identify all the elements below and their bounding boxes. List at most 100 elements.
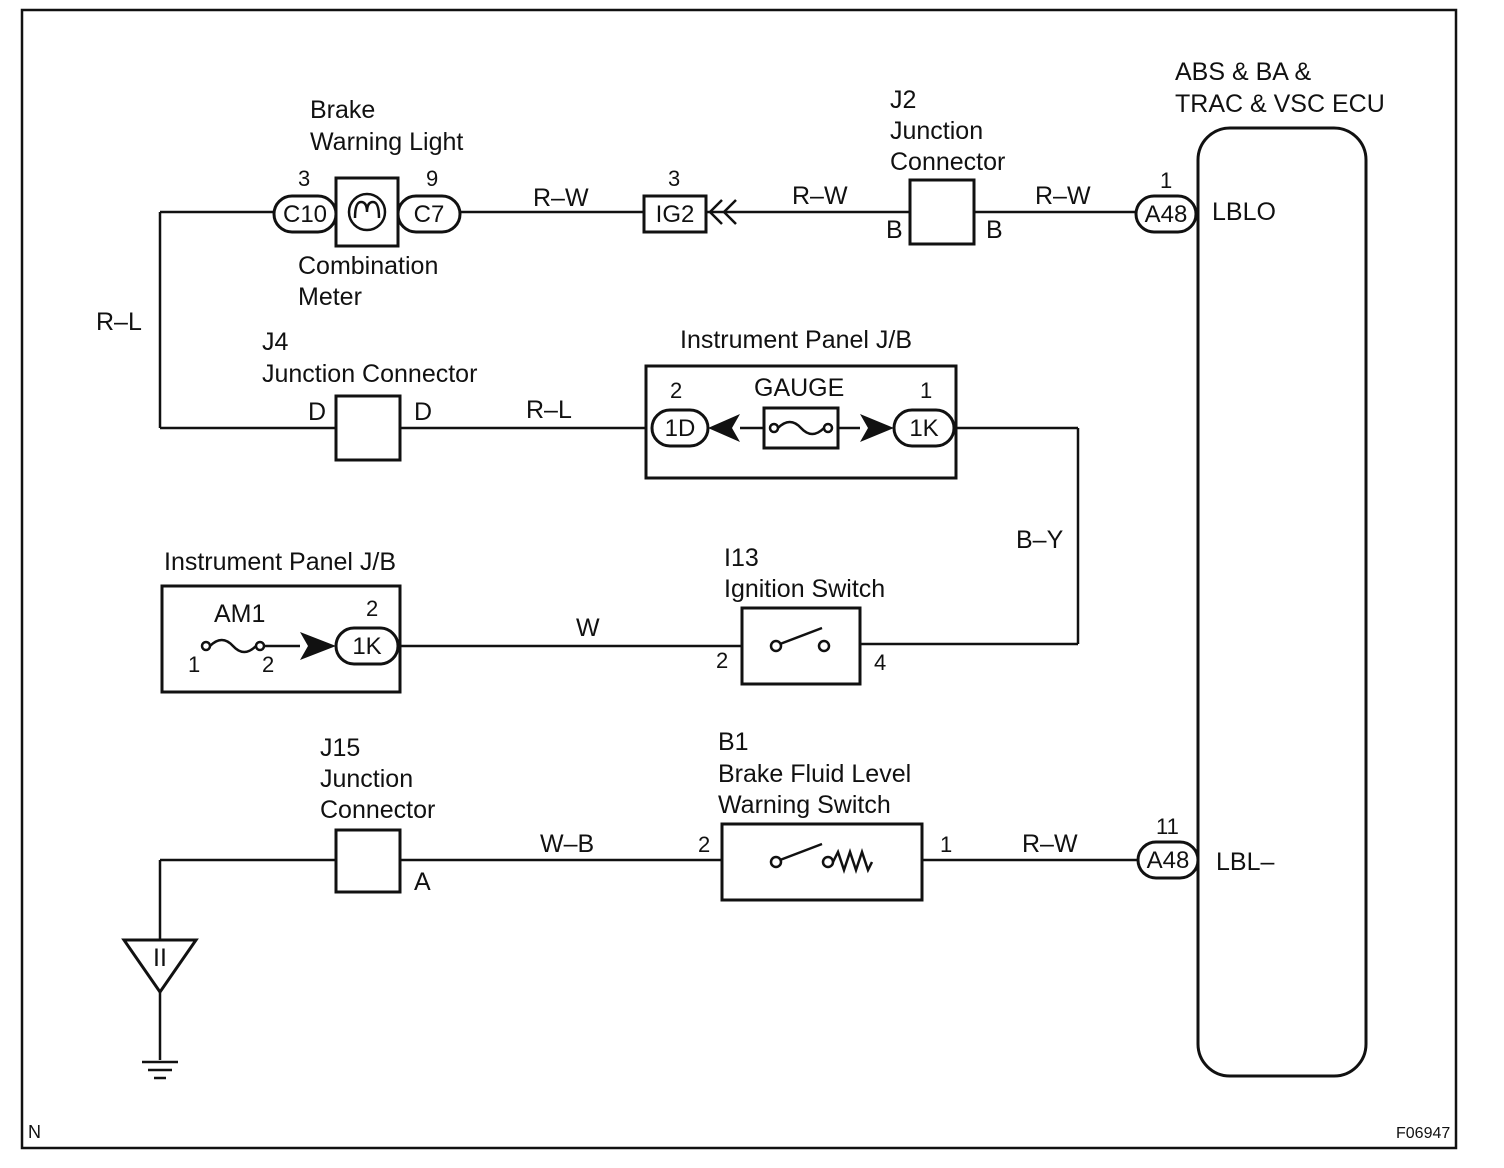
wires-row1 xyxy=(158,210,1136,428)
ecu-pin-lbl: LBL– xyxy=(1216,848,1274,876)
brake-warning-light: Brake Warning Light 3 9 C10 C7 Combinati… xyxy=(272,96,463,311)
ip-jb-am1: Instrument Panel J/B AM1 1 2 2 1K xyxy=(160,548,402,694)
wires-row4 xyxy=(158,858,1138,1060)
ig2-connector: 3 IG2 xyxy=(642,166,737,234)
combination-meter-line2: Meter xyxy=(298,283,362,311)
ig2-box xyxy=(642,194,708,234)
ecu-pin-lblo: LBLO xyxy=(1212,198,1276,226)
brake-light-pin-left: 3 xyxy=(298,166,310,191)
brake-light-pin-right: 9 xyxy=(426,166,438,191)
arrow-left-icon xyxy=(708,414,740,442)
brake-fluid-pin-left: 2 xyxy=(698,832,710,857)
wire-label-rw-1: R–W xyxy=(533,184,589,212)
ip-jb-gauge: Instrument Panel J/B 2 1 GAUGE 1D 1K xyxy=(644,326,958,480)
j15-line3: Connector xyxy=(320,796,435,824)
wire-label-rw-2: R–W xyxy=(792,182,848,210)
abs-ecu: ABS & BA & TRAC & VSC ECU LBLO LBL– xyxy=(1175,58,1385,1078)
ignition-switch: I13 Ignition Switch 2 4 xyxy=(716,544,886,686)
arrow-right-icon xyxy=(860,414,894,442)
ecu-title-line2: TRAC & VSC ECU xyxy=(1175,90,1385,118)
combination-meter-line1: Combination xyxy=(298,252,438,280)
fuse-icon xyxy=(777,420,825,436)
j4-line2: Junction Connector xyxy=(262,360,477,388)
wire-label-w: W xyxy=(576,614,600,642)
j2-line2: Junction xyxy=(890,117,983,145)
connector-c7-label: C7 xyxy=(414,201,445,228)
wires-row3 xyxy=(398,642,1078,648)
ig2-label: IG2 xyxy=(656,201,695,228)
footer-left: N xyxy=(28,1122,41,1142)
a48-bottom-connector: 11 A48 xyxy=(1136,814,1200,880)
am1-pin-right: 2 xyxy=(262,652,274,677)
lamp-bulb-icon xyxy=(347,192,387,232)
j4-right-pin: D xyxy=(414,398,432,426)
ip-jb-top-pin-right: 1 xyxy=(920,378,932,403)
j15-box xyxy=(334,828,402,894)
ig2-arrow-icon xyxy=(708,199,737,225)
connector-1k-top-label: 1K xyxy=(909,415,938,442)
a48-bottom-label: A48 xyxy=(1147,847,1190,874)
ignition-line1: I13 xyxy=(724,544,759,572)
j2-line3: Connector xyxy=(890,148,1005,176)
ignition-box xyxy=(740,606,862,686)
wire-label-rl-vertical: R–L xyxy=(96,308,142,336)
brake-fluid-switch: B1 Brake Fluid Level Warning Switch 2 1 xyxy=(698,728,952,902)
am1-pin-left: 1 xyxy=(188,652,200,677)
j4-box xyxy=(334,394,402,462)
ground-triangle-icon xyxy=(121,938,199,995)
connector-1k-left-label: 1K xyxy=(352,633,381,660)
ip-jb-left-title: Instrument Panel J/B xyxy=(164,548,396,576)
j15-line1: J15 xyxy=(320,734,360,762)
j15-line2: Junction xyxy=(320,765,413,793)
wire-label-rw-3: R–W xyxy=(1035,182,1091,210)
ip-jb-top-title: Instrument Panel J/B xyxy=(680,326,912,354)
diagram-frame xyxy=(20,8,1458,1150)
gauge-fuse-label: GAUGE xyxy=(754,374,844,402)
brake-fluid-line3: Warning Switch xyxy=(718,791,891,819)
am1-arrow-icon xyxy=(300,632,336,660)
am1-fuse-icon xyxy=(209,638,257,654)
am1-fuse-label: AM1 xyxy=(214,600,265,628)
a48-top-connector: 1 A48 xyxy=(1134,168,1198,234)
j2-right-pin: B xyxy=(986,216,1003,244)
wire-label-wb: W–B xyxy=(540,830,594,858)
ip-jb-top-pin-left: 2 xyxy=(670,378,682,403)
switch-icon xyxy=(779,626,823,646)
ignition-line2: Ignition Switch xyxy=(724,575,885,603)
connector-1d-label: 1D xyxy=(665,415,696,442)
footer-right: F06947 xyxy=(1396,1125,1450,1142)
ground-symbol-label: II xyxy=(153,944,167,972)
a48-bottom-pin: 11 xyxy=(1156,814,1179,839)
j4-junction-connector: J4 Junction Connector D D xyxy=(262,328,477,462)
brake-fluid-line1: B1 xyxy=(718,728,749,756)
ignition-pin-right: 4 xyxy=(874,650,886,675)
j4-left-pin: D xyxy=(308,398,326,426)
connector-c7 xyxy=(396,194,462,234)
wires-row2 xyxy=(160,426,1080,644)
connector-c10-label: C10 xyxy=(283,201,327,228)
brake-light-title-line2: Warning Light xyxy=(310,128,463,156)
j4-line1: J4 xyxy=(262,328,289,356)
resistor-icon xyxy=(831,848,874,874)
a48-top-pin: 1 xyxy=(1160,168,1172,193)
brake-fluid-line2: Brake Fluid Level xyxy=(718,760,911,788)
j15-right-pin: A xyxy=(414,868,431,896)
a48-top-label: A48 xyxy=(1145,201,1188,228)
ignition-pin-left: 2 xyxy=(716,648,728,673)
j15-junction-connector: J15 Junction Connector A xyxy=(320,734,435,896)
brake-fluid-pin-right: 1 xyxy=(940,832,952,857)
ig2-pin: 3 xyxy=(668,166,680,191)
wire-label-rw-4: R–W xyxy=(1022,830,1078,858)
fluid-switch-icon xyxy=(779,842,823,862)
j2-line1: J2 xyxy=(890,86,916,114)
wire-label-rl-mid: R–L xyxy=(526,396,572,424)
j2-left-pin: B xyxy=(886,216,903,244)
j2-box xyxy=(908,178,976,246)
am1-conn-pin: 2 xyxy=(366,596,378,621)
j2-junction-connector: J2 Junction Connector B B xyxy=(886,86,1005,246)
ground-symbol: II xyxy=(121,938,199,1080)
wire-label-by: B–Y xyxy=(1016,526,1064,554)
ecu-title-line1: ABS & BA & xyxy=(1175,58,1312,86)
connector-1k-top xyxy=(892,408,956,448)
